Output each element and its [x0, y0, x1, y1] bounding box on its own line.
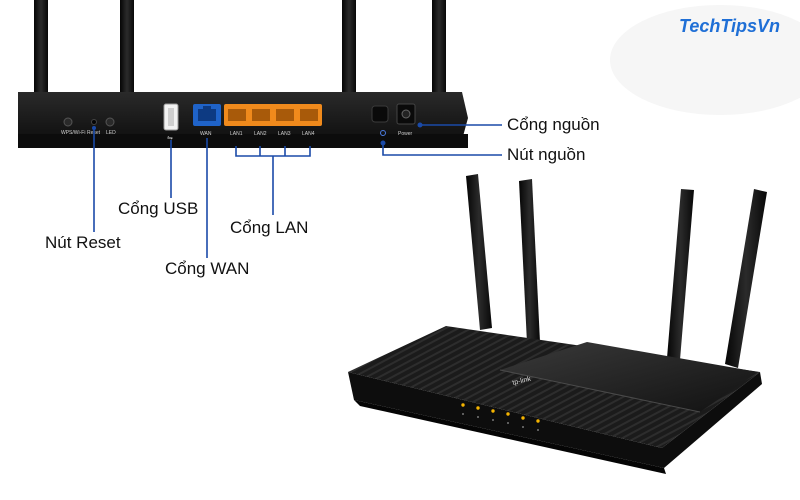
front-antenna-1 — [466, 174, 492, 330]
back-antenna-1 — [34, 0, 48, 100]
brand-watermark: TechTipsVn — [679, 16, 781, 36]
callout-power-button: Nút nguồn — [507, 145, 586, 164]
front-antenna-2 — [519, 179, 540, 343]
callout-lan-ports: Cổng LAN — [230, 218, 309, 237]
lan1-port-label: LAN1 — [230, 131, 243, 137]
front-top-panel — [500, 342, 758, 412]
callout-reset-button: Nút Reset — [45, 233, 121, 252]
front-antenna-4 — [725, 189, 767, 368]
front-body-top — [348, 326, 760, 448]
power-port-label: Power — [398, 131, 413, 137]
back-antenna-2 — [120, 0, 134, 100]
back-antenna-3 — [342, 0, 356, 100]
led-port-label: LED — [106, 130, 116, 136]
front-logo: tp-link — [512, 376, 532, 387]
lan4-port-label: LAN4 — [302, 131, 315, 137]
callout-lines — [92, 122, 502, 258]
lan3-port-label: LAN3 — [278, 131, 291, 137]
back-antenna-4 — [432, 0, 446, 100]
usb-symbol: ⇋ — [167, 135, 173, 142]
back-panel: WPS/Wi-Fi Reset LED ⇋ WAN LAN1 LAN2 LAN3… — [18, 0, 468, 148]
lan-ports — [224, 104, 322, 126]
lan2-port-label: LAN2 — [254, 131, 267, 137]
power-button — [371, 105, 389, 123]
callout-usb-port: Cổng USB — [118, 199, 199, 218]
callout-wan-port: Cổng WAN — [165, 259, 250, 278]
front-antenna-3 — [667, 189, 694, 360]
reset-button — [91, 119, 97, 125]
status-leds — [461, 403, 540, 423]
background-shape — [610, 5, 800, 115]
wan-port-label: WAN — [200, 131, 212, 137]
wps-button — [63, 117, 73, 127]
router-front: tp-link — [348, 174, 767, 474]
wps-port-label: WPS/Wi-Fi — [61, 130, 85, 136]
callout-power-port: Cổng nguồn — [507, 115, 600, 134]
led-button — [105, 117, 115, 127]
